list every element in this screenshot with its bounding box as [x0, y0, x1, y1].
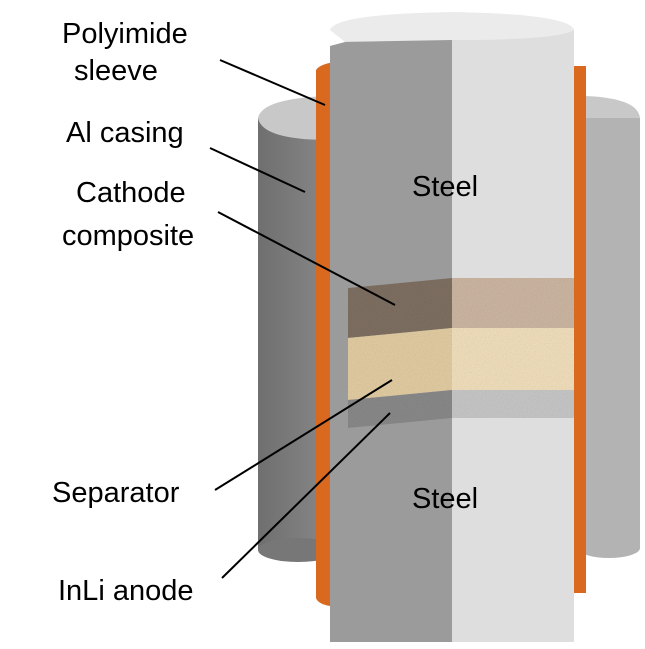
label-polyimide-line2: sleeve — [74, 55, 158, 87]
label-al-casing: Al casing — [66, 117, 184, 149]
label-steel-bottom: Steel — [412, 483, 478, 515]
separator-layer — [348, 328, 574, 400]
label-steel-top: Steel — [412, 171, 478, 203]
leader-lines — [209, 59, 396, 579]
label-cathode-line1: Cathode — [76, 177, 186, 209]
label-polyimide-line1: Polyimide — [62, 18, 188, 50]
label-separator: Separator — [52, 477, 180, 509]
label-cathode-line2: composite — [62, 220, 194, 252]
label-anode: InLi anode — [58, 575, 193, 607]
inli-anode-layer — [348, 390, 574, 428]
